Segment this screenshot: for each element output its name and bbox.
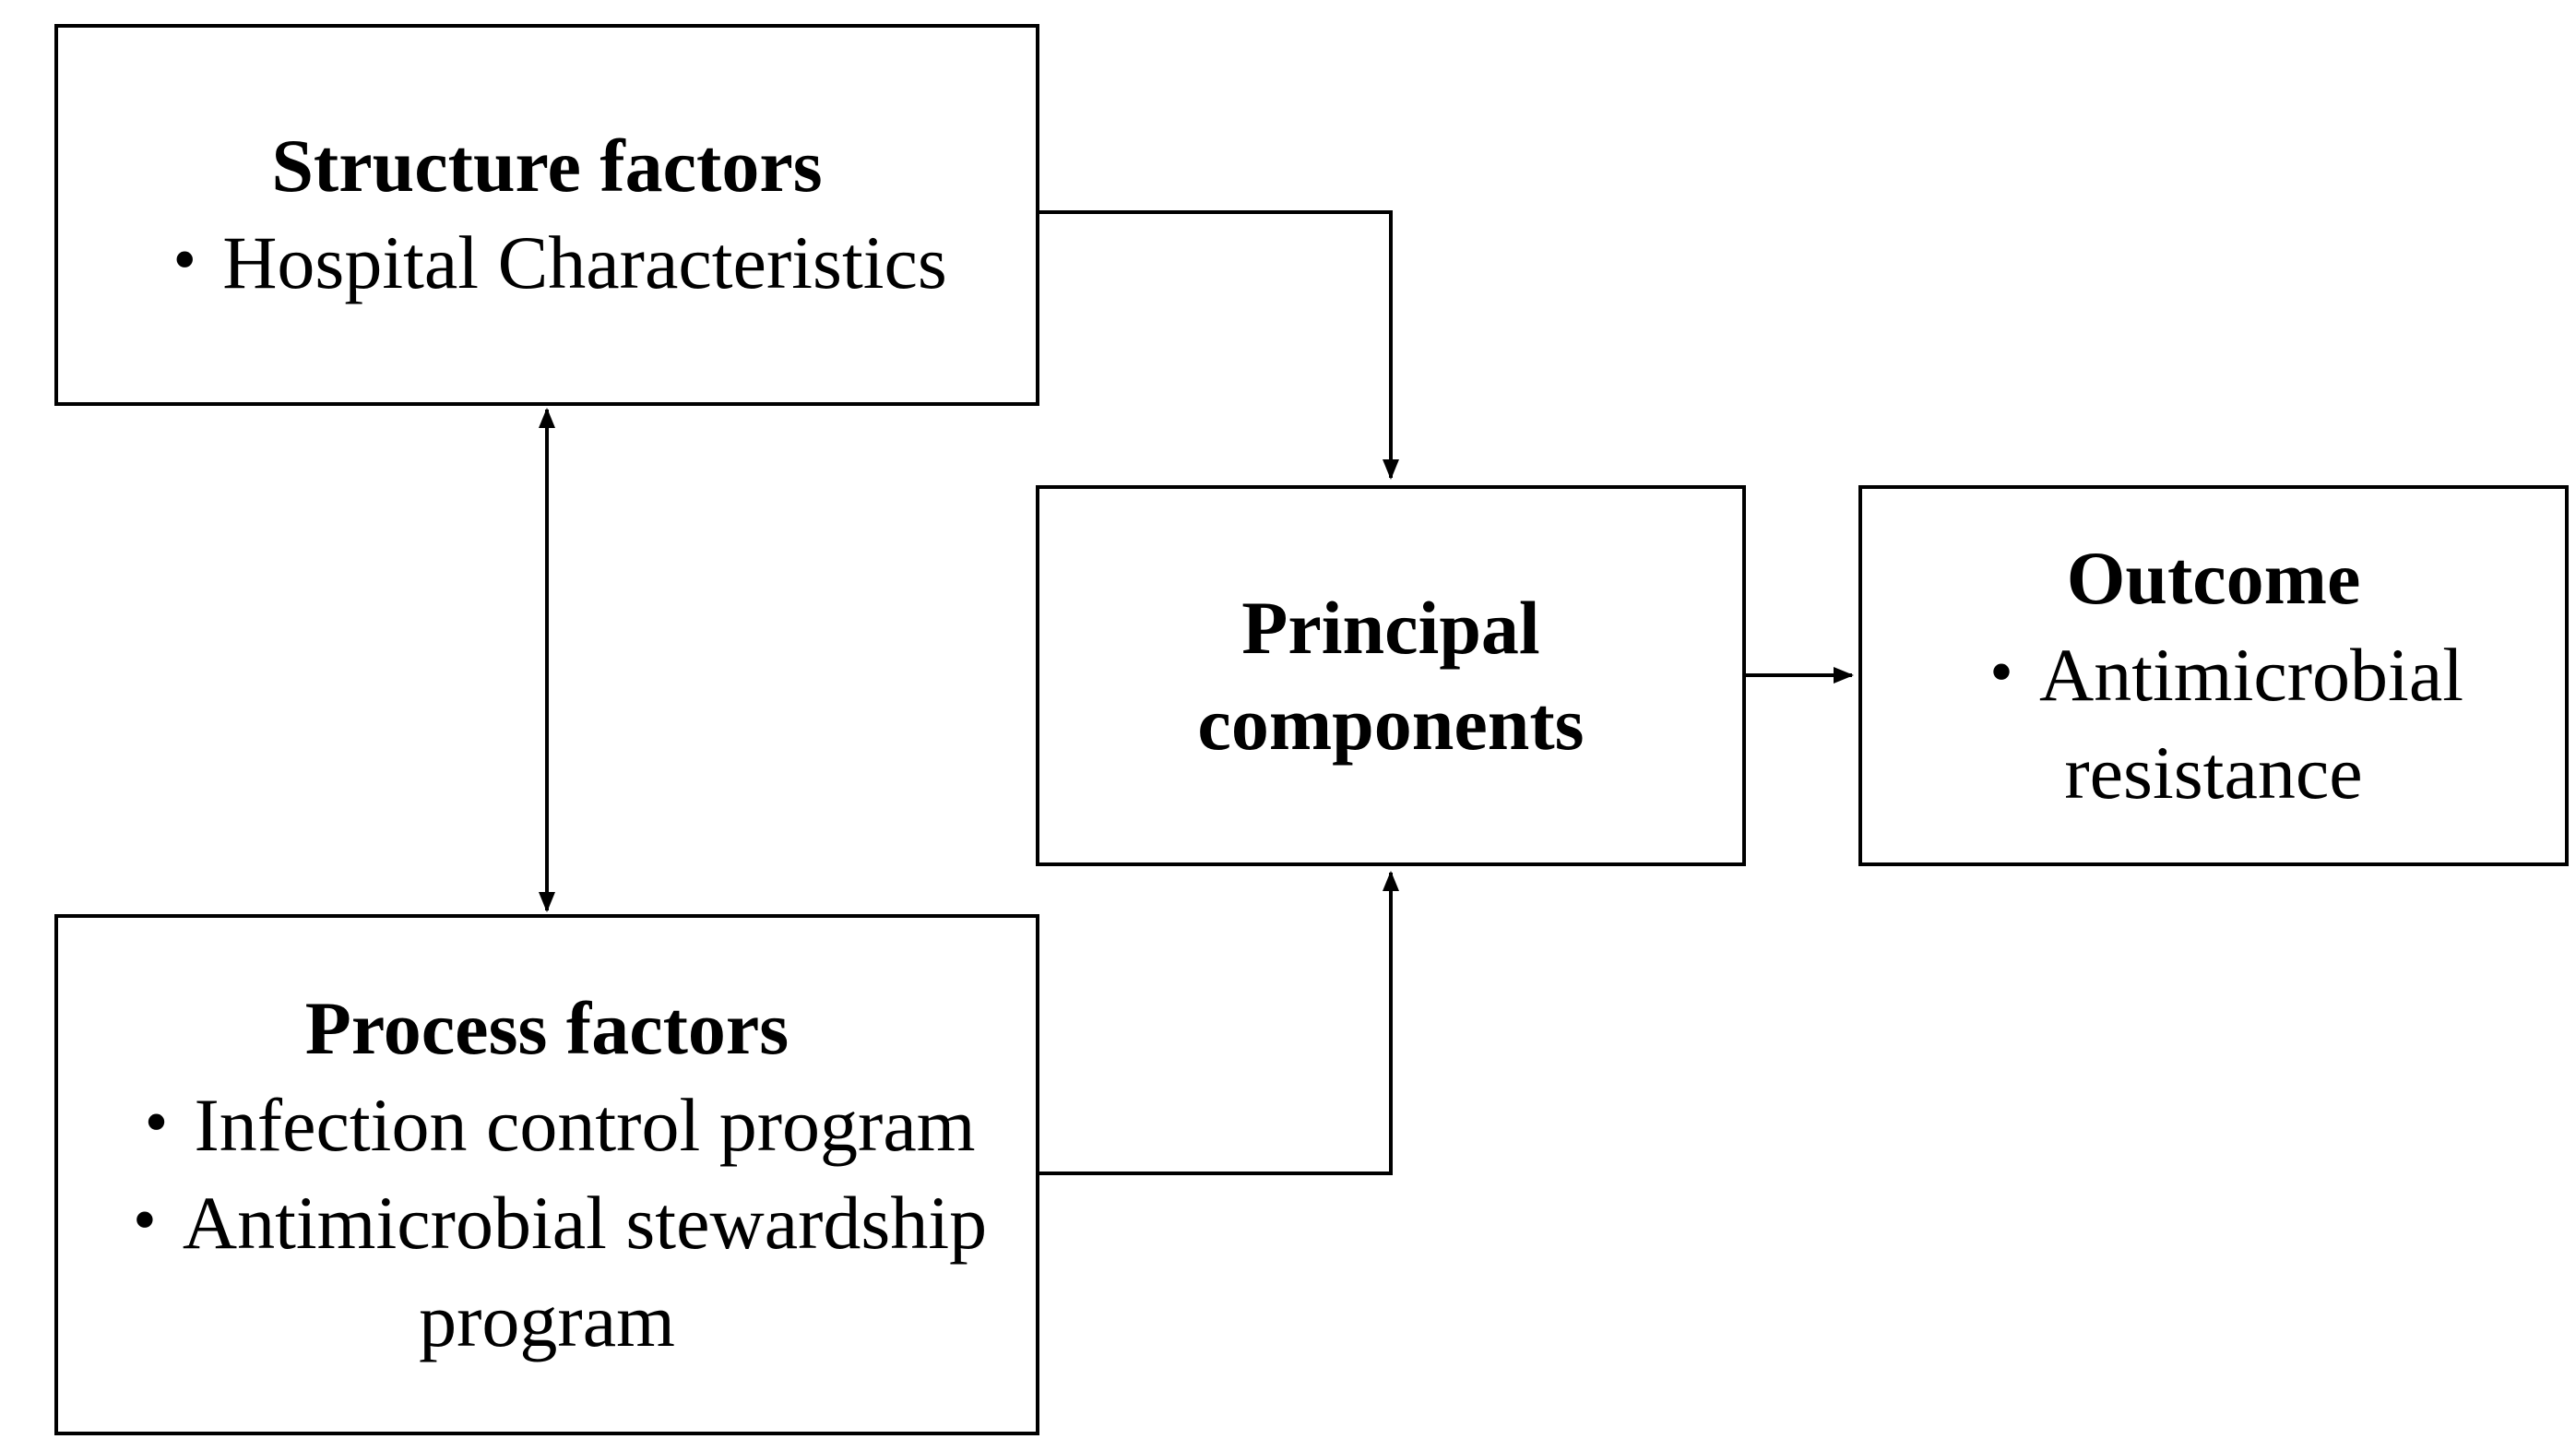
structure-factors-box: Structure factors ・Hospital Characterist… (54, 24, 1039, 406)
outcome-box: Outcome ・Antimicrobial resistance (1858, 485, 2569, 866)
principal-components-box: Principal components (1036, 485, 1746, 866)
outcome-item-antimicrobial: ・Antimicrobial (1964, 626, 2463, 724)
structure-item-label: Hospital Characteristics (222, 220, 947, 304)
process-item-antimicrobial-stewardship: ・Antimicrobial stewardship (107, 1174, 987, 1272)
principal-components-title-line1: Principal (1241, 585, 1540, 670)
structure-item-hospital-characteristics: ・Hospital Characteristics (147, 214, 947, 312)
process-item-label: Antimicrobial stewardship (182, 1180, 988, 1265)
process-factors-title: Process factors (304, 985, 789, 1070)
arrow-structure-to-principal (1039, 210, 1399, 480)
outcome-item-label: resistance (2064, 730, 2363, 815)
bullet-icon: ・ (106, 1180, 183, 1265)
outcome-title: Outcome (2066, 535, 2361, 620)
principal-components-title-line2: components (1197, 681, 1585, 766)
outcome-item-label: Antimicrobial (2039, 632, 2464, 717)
process-item-label: program (419, 1278, 675, 1362)
outcome-item-resistance: resistance (2064, 724, 2362, 822)
process-item-continuation: program (419, 1272, 675, 1370)
bullet-icon: ・ (147, 220, 223, 304)
bullet-icon: ・ (118, 1082, 195, 1167)
structure-factors-title: Structure factors (271, 124, 823, 208)
process-item-infection-control: ・Infection control program (118, 1076, 975, 1174)
arrow-process-to-principal (1039, 871, 1399, 1175)
process-factors-box: Process factors ・Infection control progr… (54, 914, 1039, 1435)
process-item-label: Infection control program (194, 1082, 976, 1167)
bullet-icon: ・ (1963, 632, 2039, 717)
